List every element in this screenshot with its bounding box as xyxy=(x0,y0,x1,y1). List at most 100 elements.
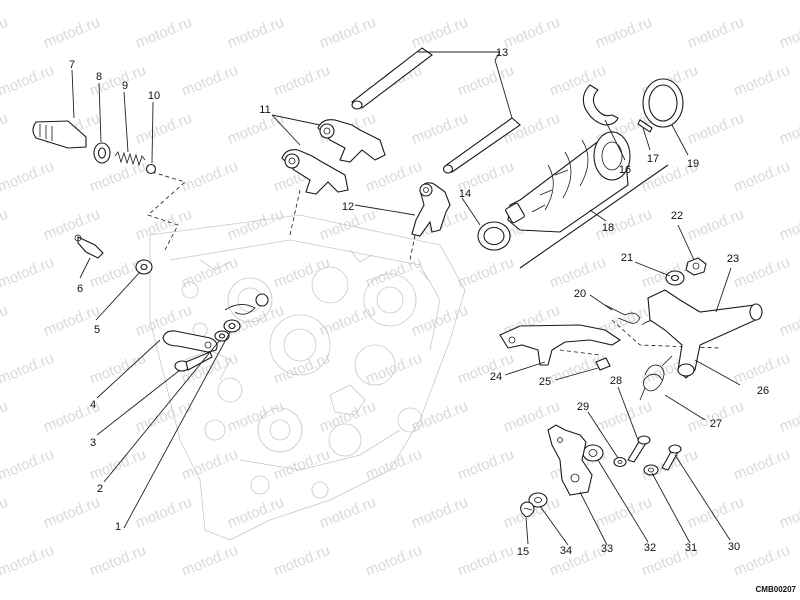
watermark-text: motod.ru xyxy=(685,398,746,436)
callout-34: 34 xyxy=(560,545,572,557)
watermark-text: motod.ru xyxy=(179,542,240,580)
watermark-text: motod.ru xyxy=(225,494,286,532)
watermark-text: motod.ru xyxy=(593,14,654,52)
watermark-text: motod.ru xyxy=(593,494,654,532)
callout-7: 7 xyxy=(69,59,75,71)
watermark-text: motod.ru xyxy=(179,158,240,196)
watermark-text: motod.ru xyxy=(87,0,148,4)
watermark-text: motod.ru xyxy=(271,350,332,388)
callout-11: 11 xyxy=(259,104,270,116)
callout-20: 20 xyxy=(574,288,586,300)
part-34-washer xyxy=(528,492,548,508)
callout-22: 22 xyxy=(671,210,683,222)
callout-12: 12 xyxy=(342,201,354,213)
watermark-text: motod.ru xyxy=(225,398,286,436)
part-30-bolt xyxy=(661,444,682,471)
part-29-washer xyxy=(613,456,627,468)
watermark-text: motod.ru xyxy=(455,254,516,292)
callout-23: 23 xyxy=(727,253,739,265)
callout-2: 2 xyxy=(97,483,103,495)
callout-24: 24 xyxy=(490,371,502,383)
watermark-text: motod.ru xyxy=(363,542,424,580)
watermark-text: motod.ru xyxy=(363,446,424,484)
watermark-text: motod.ru xyxy=(547,0,608,4)
watermark-text: motod.ru xyxy=(179,62,240,100)
callout-30: 30 xyxy=(728,541,740,553)
watermark-text: motod.ru xyxy=(363,0,424,4)
watermark-text: motod.ru xyxy=(133,110,194,148)
callout-33: 33 xyxy=(601,543,613,555)
callout-15: 15 xyxy=(517,546,529,558)
watermark-text: motod.ru xyxy=(87,350,148,388)
watermark-text: motod.ru xyxy=(0,254,56,292)
watermark-text: motod.ru xyxy=(455,446,516,484)
part-28-bolt xyxy=(627,435,651,463)
part-14-thrust-washer xyxy=(477,221,511,251)
watermark-text: motod.ru xyxy=(271,0,332,4)
part-11-shift-fork-lower xyxy=(281,149,349,195)
callout-3: 3 xyxy=(90,437,96,449)
watermark-text: motod.ru xyxy=(731,446,792,484)
watermark-text: motod.ru xyxy=(455,350,516,388)
watermark-text: motod.ru xyxy=(0,206,10,244)
callout-4: 4 xyxy=(90,399,96,411)
watermark-text: motod.ru xyxy=(317,14,378,52)
part-22-nut xyxy=(685,257,707,276)
watermark-text: motod.ru xyxy=(317,398,378,436)
watermark-text: motod.ru xyxy=(0,446,56,484)
watermark-text: motod.ru xyxy=(133,14,194,52)
part-27-return-spring xyxy=(639,355,673,401)
part-18-selector-drum xyxy=(505,131,631,233)
watermark-text: motod.ru xyxy=(0,0,56,4)
callout-1: 1 xyxy=(115,521,121,533)
watermark-text: motod.ru xyxy=(731,158,792,196)
part-1-pin xyxy=(223,319,241,333)
watermark-text: motod.ru xyxy=(731,254,792,292)
watermark-text: motod.ru xyxy=(0,494,10,532)
part-13-fork-rod-upper xyxy=(351,47,433,110)
watermark-text: motod.ru xyxy=(685,14,746,52)
part-31-washer xyxy=(643,464,659,476)
watermark-text: motod.ru xyxy=(87,542,148,580)
part-10-ball xyxy=(145,163,157,175)
part-15-circlip xyxy=(520,501,535,518)
watermark-text: motod.ru xyxy=(731,542,792,580)
watermark-text: motod.ru xyxy=(133,494,194,532)
part-16-circlip xyxy=(582,84,619,126)
part-26-shift-shaft xyxy=(647,289,763,379)
part-3-bolt xyxy=(174,351,213,372)
watermark-text: motod.ru xyxy=(271,254,332,292)
watermark-text: motod.ru xyxy=(409,302,470,340)
part-24-shift-plate xyxy=(499,324,622,366)
watermark-text: motod.ru xyxy=(0,158,56,196)
watermark-text: motod.ru xyxy=(133,398,194,436)
watermark-text: motod.ru xyxy=(317,494,378,532)
callout-29: 29 xyxy=(577,401,589,413)
part-17-pin xyxy=(637,119,653,133)
watermark-text: motod.ru xyxy=(41,494,102,532)
watermark-text: motod.ru xyxy=(363,350,424,388)
watermark-text: motod.ru xyxy=(41,206,102,244)
callout-19: 19 xyxy=(687,158,699,170)
callout-8: 8 xyxy=(96,71,102,83)
callout-5: 5 xyxy=(94,324,100,336)
watermark-text: motod.ru xyxy=(547,254,608,292)
part-25-bushing xyxy=(595,357,611,371)
watermark-text: motod.ru xyxy=(639,0,700,4)
part-12-shift-fork xyxy=(411,182,451,237)
diagram-code: CMB00207 xyxy=(756,585,797,594)
watermark-text: motod.ru xyxy=(363,254,424,292)
callout-6: 6 xyxy=(77,283,83,295)
watermark-text: motod.ru xyxy=(685,110,746,148)
watermark-layer: motod.ru motod.ru motod.ru motod.ru motod.ru… xyxy=(0,0,800,580)
watermark-text: motod.ru xyxy=(0,398,10,436)
part-6-neutral-switch xyxy=(74,234,104,259)
part-8-washer xyxy=(93,142,111,164)
callout-32: 32 xyxy=(644,542,656,554)
callout-28: 28 xyxy=(610,375,622,387)
part-11-shift-fork-upper xyxy=(317,119,386,163)
watermark-text: motod.ru xyxy=(455,0,516,4)
callout-16: 16 xyxy=(619,164,631,176)
watermark-text: motod.ru xyxy=(271,542,332,580)
